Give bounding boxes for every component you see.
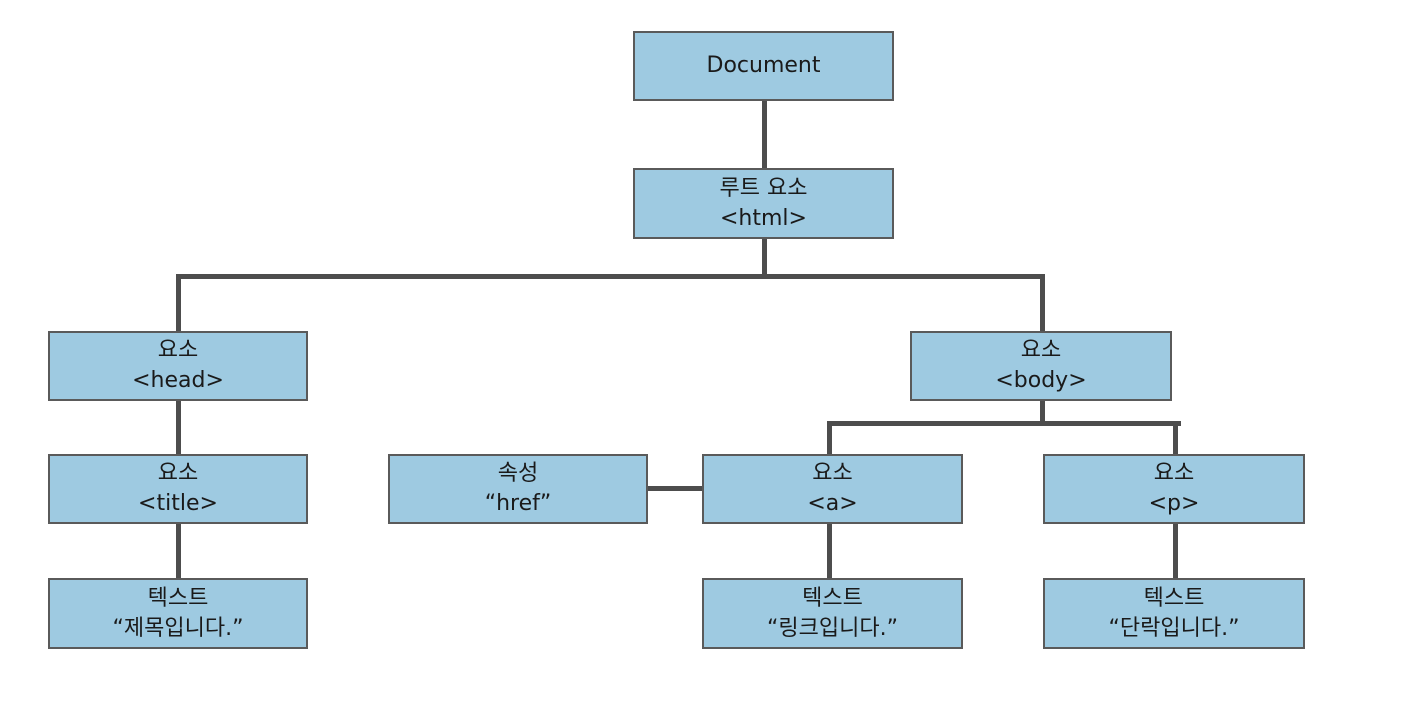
node-title-tag: <title> — [138, 491, 218, 516]
node-a-text-type: 텍스트 — [802, 585, 863, 611]
connector-html-stem — [762, 238, 767, 278]
node-head-tag: <head> — [132, 368, 224, 393]
node-href-type: 속성 — [497, 461, 539, 486]
connector-body-stem — [1040, 399, 1045, 425]
node-p-type: 요소 — [1153, 461, 1195, 486]
node-body: 요소 <body> — [910, 331, 1172, 401]
node-p-tag: <p> — [1148, 491, 1200, 516]
node-a-text: 텍스트 “링크입니다.” — [702, 578, 963, 649]
node-title-text: 텍스트 “제목입니다.” — [48, 578, 308, 649]
connector-p-text — [1173, 522, 1178, 579]
connector-head-title — [176, 399, 181, 455]
node-body-type: 요소 — [1020, 338, 1062, 363]
node-a-text-value: “링크입니다.” — [767, 615, 898, 641]
connector-href-a — [646, 486, 704, 491]
connector-title-text — [176, 522, 181, 579]
node-p: 요소 <p> — [1043, 454, 1305, 524]
node-a-type: 요소 — [812, 461, 853, 486]
connector-to-p — [1173, 421, 1178, 455]
node-href-attribute: 속성 “href” — [388, 454, 648, 524]
connector-document-html — [762, 100, 767, 169]
connector-to-body — [1040, 274, 1045, 332]
node-p-text: 텍스트 “단락입니다.” — [1043, 578, 1305, 649]
connector-a-text — [827, 522, 832, 579]
node-p-text-type: 텍스트 — [1143, 585, 1205, 611]
node-head-type: 요소 — [157, 338, 199, 363]
node-html: 루트 요소 <html> — [633, 168, 894, 239]
connector-html-branch — [176, 274, 1045, 279]
node-title-text-type: 텍스트 — [147, 585, 209, 611]
node-html-type: 루트 요소 — [719, 175, 808, 201]
node-a-tag: <a> — [807, 491, 858, 516]
node-document: Document — [633, 31, 894, 101]
node-p-text-value: “단락입니다.” — [1108, 615, 1240, 641]
node-title-type: 요소 — [157, 461, 199, 486]
connector-to-head — [176, 274, 181, 332]
node-title: 요소 <title> — [48, 454, 308, 524]
node-body-tag: <body> — [995, 368, 1087, 393]
node-title-text-value: “제목입니다.” — [112, 615, 244, 641]
node-a: 요소 <a> — [702, 454, 963, 524]
connector-to-a — [827, 421, 832, 455]
node-head: 요소 <head> — [48, 331, 308, 401]
connector-body-branch — [827, 421, 1181, 426]
node-document-label: Document — [706, 53, 821, 78]
node-href-name: “href” — [484, 491, 552, 516]
node-html-tag: <html> — [720, 205, 807, 231]
